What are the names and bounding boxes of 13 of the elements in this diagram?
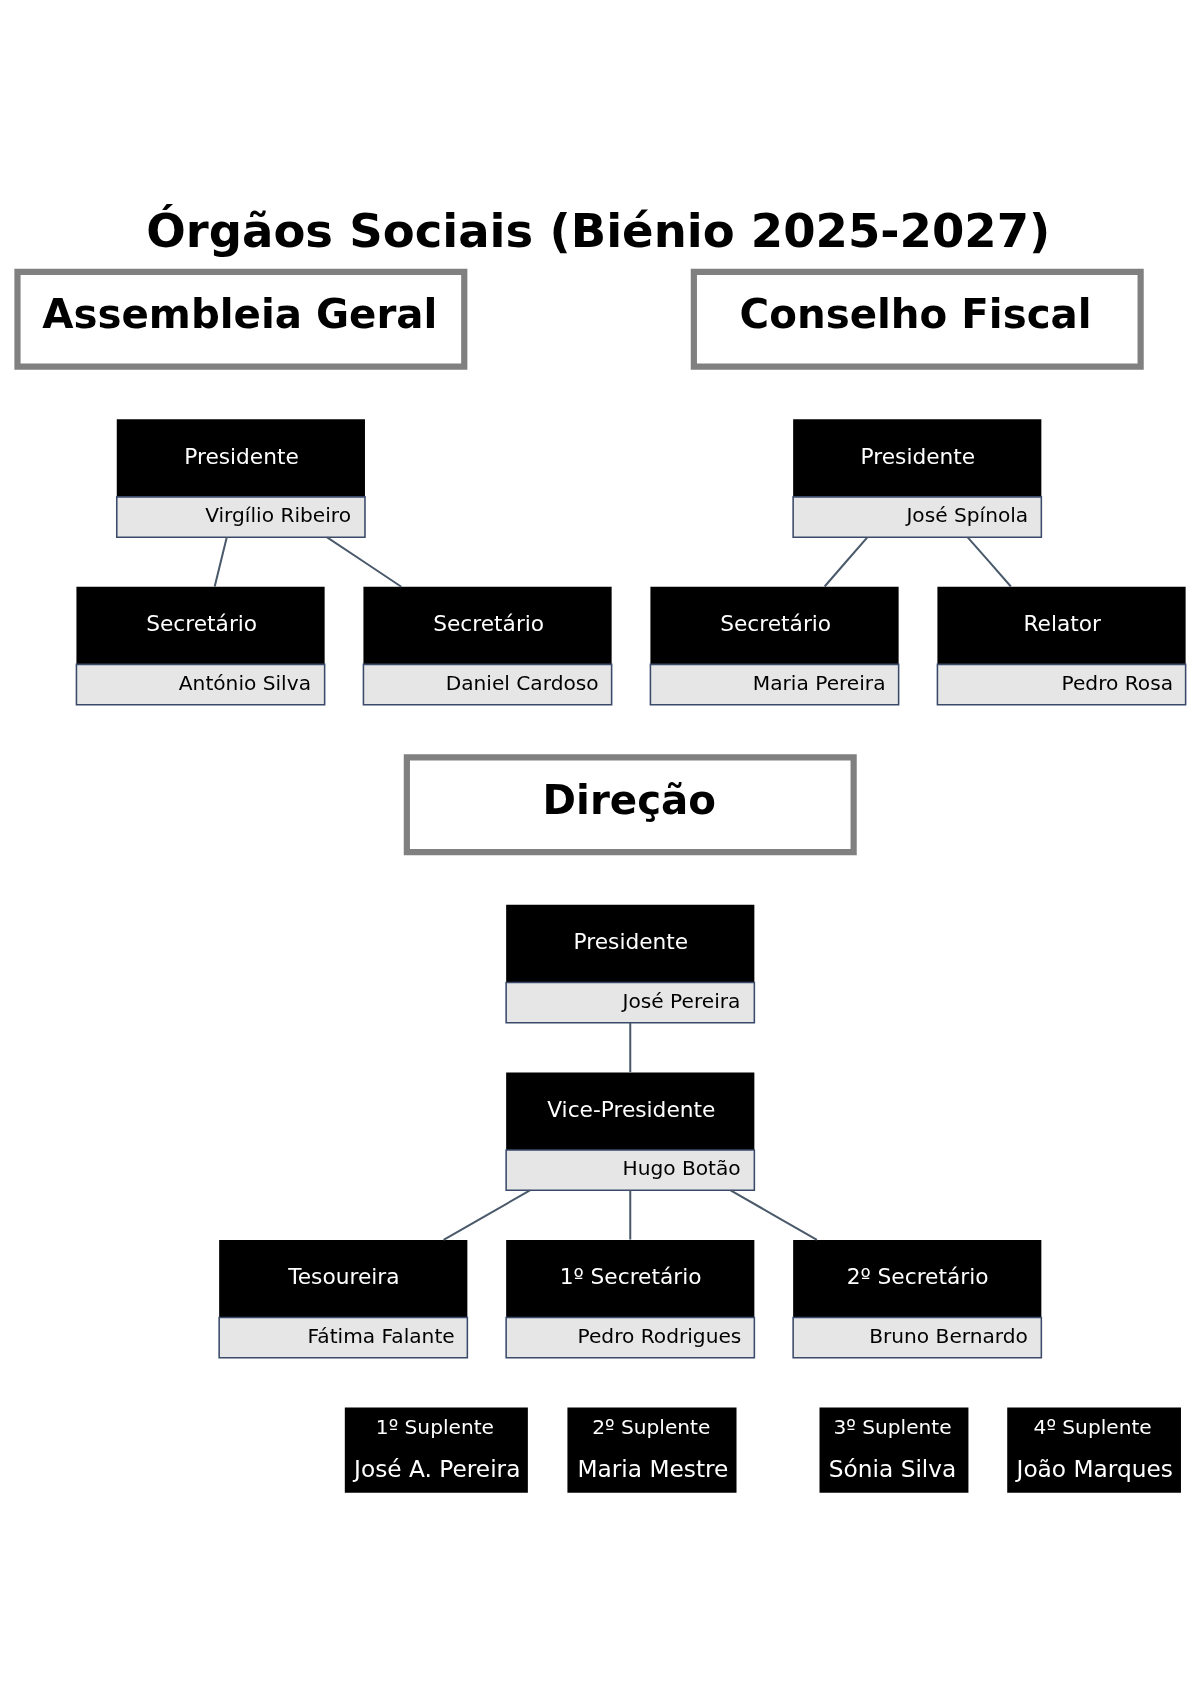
connector (730, 1189, 818, 1241)
node-box: 2º Suplente Maria Mestre (567, 1406, 737, 1493)
node-box: 1º Suplente José A. Pereira (344, 1406, 528, 1493)
node-box: 4º Suplente João Marques (1007, 1406, 1181, 1493)
connector (629, 1189, 632, 1240)
connector (443, 1189, 531, 1241)
connector (629, 1022, 632, 1072)
connector (823, 536, 869, 587)
connector (213, 536, 228, 587)
diagram-title: Órgãos Sociais (Biénio 2025-2027) (146, 203, 1051, 258)
node-box: 3º Suplente Sónia Silva (819, 1406, 969, 1493)
connector (326, 535, 402, 588)
connector (966, 536, 1012, 587)
